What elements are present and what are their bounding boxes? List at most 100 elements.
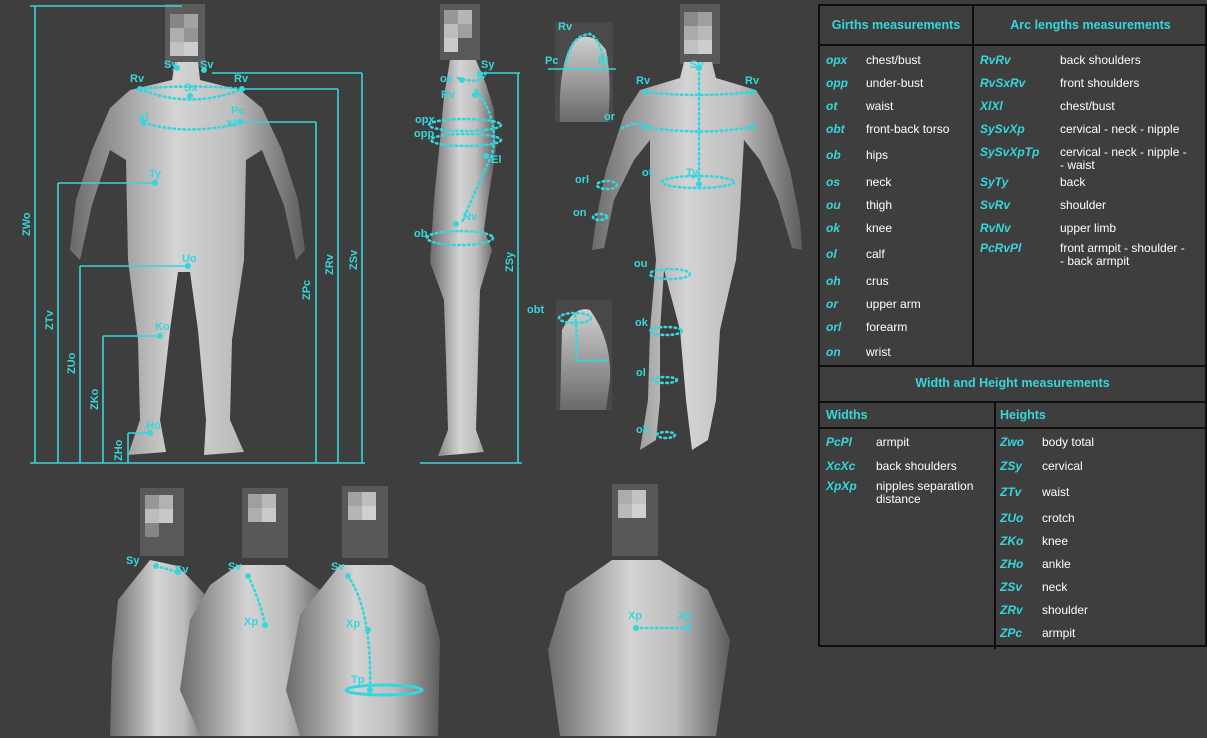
measure-description: neck (1042, 581, 1182, 594)
widths-header: Widths (826, 408, 868, 422)
arcs-header: Arc lengths measurements (974, 18, 1207, 32)
side-head-blur (440, 4, 480, 60)
measure-code: ZKo (1000, 535, 1023, 548)
front-dim-label: ZRv (324, 253, 336, 275)
side-point-label: Rv (441, 89, 456, 101)
measure-description: knee (866, 222, 970, 235)
girths-header: Girths measurements (820, 18, 972, 32)
measure-description: ankle (1042, 558, 1182, 571)
front-point-label: Xl (226, 118, 236, 130)
measure-code: XlXl (980, 100, 1003, 113)
front-point-label: Xl (138, 112, 148, 124)
measure-code: ZSy (1000, 460, 1022, 473)
measure-code: ZPc (1000, 627, 1022, 640)
measure-description: front armpit - shoulder -- back armpit (1060, 242, 1205, 268)
bottom-point-label: Sv (175, 564, 189, 576)
back-point-label: Rv (745, 75, 760, 87)
front-point-label: Sx (184, 82, 198, 94)
side-point-label: El (491, 154, 501, 166)
measure-description: waist (866, 100, 970, 113)
measure-description: crotch (1042, 512, 1182, 525)
measure-code: PcRvPl (980, 242, 1021, 255)
heights-header: Heights (1000, 408, 1046, 422)
measure-code: obt (826, 123, 845, 136)
back-point-label: ok (635, 317, 649, 329)
front-dim-label: ZTv (44, 310, 56, 330)
measure-description: forearm (866, 321, 970, 334)
front-head-blur (165, 4, 205, 66)
measure-description: thigh (866, 199, 970, 212)
inset-point-label: Pc (545, 55, 558, 67)
measure-code: ou (826, 199, 841, 212)
back-point-label: on (573, 207, 587, 219)
back-point-label: Rv (636, 75, 651, 87)
bottom-point-label: Xp (346, 618, 360, 630)
measure-code: ZUo (1000, 512, 1023, 525)
measure-code: RvNv (980, 222, 1011, 235)
side-figure: os Sy Rv opx opp El Nv ob ZSy (414, 4, 522, 463)
front-dim-label: ZWo (21, 212, 33, 236)
bottom-figures: Sy Sv Sv Xp Sv Xp Tp Xp Xp (110, 484, 730, 736)
measure-description: armpit (876, 436, 992, 449)
measure-code: ZTv (1000, 486, 1021, 499)
front-point-label: Uo (182, 253, 197, 265)
measure-description: back shoulders (876, 460, 992, 473)
measure-code: orl (826, 321, 841, 334)
bottom-point-label: Xp (244, 616, 258, 628)
measure-description: shoulder (1042, 604, 1182, 617)
back-point-label: Sy (690, 59, 704, 71)
measure-description: waist (1042, 486, 1182, 499)
measure-description: wrist (866, 346, 970, 359)
side-point-label: ob (414, 228, 428, 240)
inset-point-label: obt (527, 304, 544, 316)
measure-description: chest/bust (1060, 100, 1205, 113)
measure-code: SySvXp (980, 123, 1025, 136)
side-dim-label: ZSy (504, 251, 516, 272)
back-point-label: or (604, 111, 616, 123)
measure-description: hips (866, 149, 970, 162)
bottom-point-label: Xp (628, 610, 642, 622)
measure-description: back (1060, 176, 1205, 189)
back-point-label: oh (636, 424, 650, 436)
front-dim-label: ZHo (113, 439, 125, 461)
measure-code: ob (826, 149, 841, 162)
measure-description: neck (866, 176, 970, 189)
measure-description: front-back torso (866, 123, 970, 136)
front-dim-label: ZKo (89, 388, 101, 410)
back-point-label: ou (634, 258, 647, 270)
back-point-label: ot (642, 167, 653, 179)
measure-description: back shoulders (1060, 54, 1205, 67)
measure-code: opx (826, 54, 847, 67)
measure-code: or (826, 298, 838, 311)
back-point-label: ol (636, 367, 646, 379)
measure-code: on (826, 346, 841, 359)
measure-code: ot (826, 100, 837, 113)
inset-point-label: Rv (558, 21, 573, 33)
measure-description: cervical - neck - nipple (1060, 123, 1205, 136)
measure-description: front shoulders (1060, 77, 1205, 90)
inset-point-label: Pl (598, 55, 608, 67)
width-height-header: Width and Height measurements (820, 376, 1205, 390)
measure-code: Zwo (1000, 436, 1024, 449)
measure-code: opp (826, 77, 848, 90)
front-point-label: Ho (146, 420, 161, 432)
measure-code: SySvXpTp (980, 146, 1039, 159)
bottom-point-label: Sy (126, 555, 140, 567)
measure-code: ZSv (1000, 581, 1022, 594)
front-dim-label: ZSv (348, 249, 360, 270)
measure-description: cervical - neck - nipple -- waist (1060, 146, 1205, 172)
measure-code: SyTy (980, 176, 1008, 189)
measure-code: ZHo (1000, 558, 1023, 571)
front-point-label: Rv (234, 73, 249, 85)
measurement-legend: Girths measurements Arc lengths measurem… (818, 4, 1207, 647)
measure-description: nipples separationdistance (876, 480, 992, 506)
front-point-label: Sv (200, 59, 214, 71)
front-dim-label: ZUo (66, 352, 78, 374)
measure-description: under-bust (866, 77, 970, 90)
side-point-label: Nv (463, 211, 478, 223)
front-point-label: Rv (130, 73, 145, 85)
measure-code: RvSxRv (980, 77, 1025, 90)
bottom-point-label: Sv (331, 561, 345, 573)
back-point-label: orl (575, 174, 589, 186)
measure-description: armpit (1042, 627, 1182, 640)
